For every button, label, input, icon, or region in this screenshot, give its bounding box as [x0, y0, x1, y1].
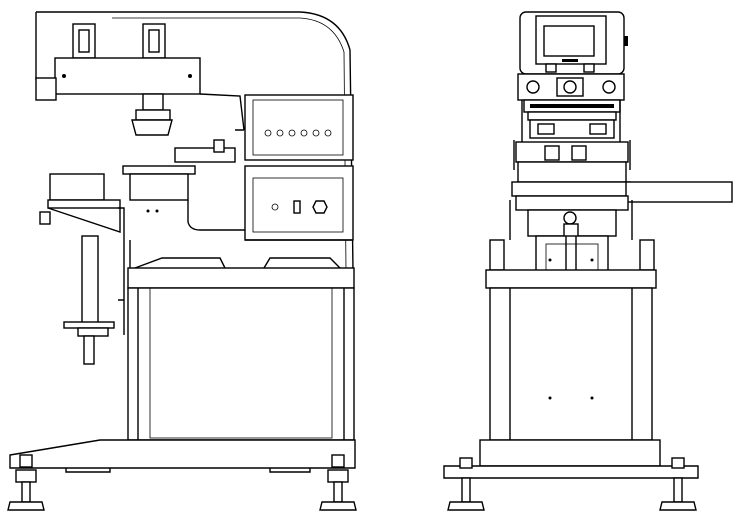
work-table: [39, 173, 125, 365]
ink-plate-extension: [625, 181, 733, 203]
front-view: [443, 11, 733, 511]
base-plate-front: [443, 465, 699, 479]
machine-top-front: [485, 269, 657, 289]
upper-panel: [244, 94, 354, 161]
switch-icon: [293, 200, 301, 214]
ink-cup-table: [122, 165, 196, 175]
pad-assembly: [131, 93, 173, 136]
button-right: [602, 80, 616, 94]
leveling-foot-right: [319, 454, 357, 511]
leveling-foot-front-right: [659, 457, 697, 511]
cliche-table: [511, 181, 631, 197]
leveling-foot-front-left: [447, 457, 485, 511]
button-left: [526, 80, 540, 94]
stroke-adjuster: [72, 23, 166, 59]
base-plate: [9, 439, 356, 469]
print-head-housing: [54, 57, 201, 95]
base-cabinet: [127, 287, 355, 441]
display-screen: [543, 25, 595, 57]
top-frame: [35, 11, 354, 271]
leveling-foot-left: [7, 454, 45, 511]
brand-logo: [562, 59, 578, 62]
side-view: [7, 11, 357, 511]
emergency-stop-icon: [35, 77, 57, 101]
machine-top: [127, 267, 355, 289]
base-cabinet-front: [489, 287, 653, 441]
